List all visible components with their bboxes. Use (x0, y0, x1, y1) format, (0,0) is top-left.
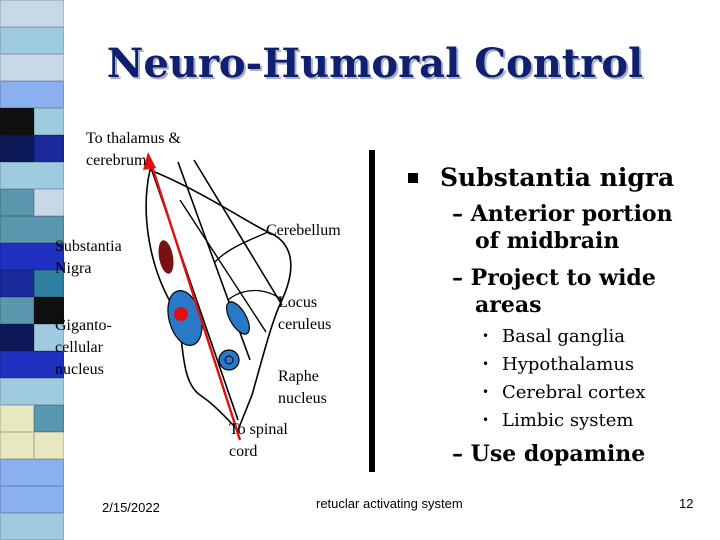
stripe-block (34, 108, 64, 135)
fiber-tract (193, 159, 283, 306)
stripe-block (34, 270, 64, 297)
stripe-block (0, 135, 34, 162)
point-use-dopamine: – Use dopamine (452, 441, 646, 467)
bullet-dot-icon: • (482, 385, 490, 399)
stripe-block (34, 297, 64, 324)
stripe-block (0, 297, 34, 324)
square-bullet-icon (408, 173, 418, 183)
label-locus-ceruleus: Locus ceruleus (278, 294, 332, 333)
stripe-block (0, 216, 64, 243)
heading-substantia-nigra: Substantia nigra (440, 163, 675, 192)
stripe-block (0, 378, 64, 405)
stripe-block (0, 513, 64, 540)
bullet-dot-icon: • (482, 413, 490, 427)
raphe-nucleus-ring (218, 349, 240, 371)
column-divider (369, 150, 375, 472)
cerebellum-outline (214, 231, 269, 263)
substantia-nigra-nucleus (158, 240, 174, 274)
bullet-dot-icon: • (482, 357, 490, 371)
decorative-stripe (0, 0, 64, 540)
ascending-pathway-arrowhead (143, 152, 156, 170)
point-anterior-portion: – Anterior portion of midbrain (452, 201, 673, 254)
label-spinal-cord: To spinal cord (229, 421, 288, 460)
slide-title: Neuro-Humoral Control (106, 40, 644, 87)
label-substantia-nigra: Substantia Nigra (55, 238, 122, 277)
locus-ceruleus-nucleus (226, 301, 250, 335)
stripe-block (0, 486, 64, 513)
gigantocellular-center (174, 307, 188, 321)
stripe-block (0, 459, 64, 486)
footer-date: 2/15/2022 (102, 500, 160, 515)
label-cerebellum: Cerebellum (266, 222, 341, 239)
stripe-block (34, 405, 64, 432)
stripe-block (0, 432, 34, 459)
bullet-dot-icon: • (482, 329, 490, 343)
stripe-block (0, 189, 34, 216)
brainstem-outline (145, 168, 292, 432)
target-basal-ganglia: Basal ganglia (502, 326, 626, 347)
point-project-wide-areas: – Project to wide areas (452, 265, 656, 318)
fiber-tract (179, 199, 267, 333)
stripe-block (34, 432, 64, 459)
slide-number: 12 (679, 496, 694, 511)
stripe-block (0, 108, 34, 135)
stripe-block (34, 324, 64, 351)
stripe-block (0, 243, 64, 270)
stripe-block (0, 351, 64, 378)
ascending-pathway-line (148, 159, 242, 441)
stripe-block (34, 189, 64, 216)
target-cerebral-cortex: Cerebral cortex (502, 382, 646, 403)
stripe-block (0, 27, 64, 54)
footer-caption: retuclar activating system (316, 496, 463, 511)
label-thalamus-cerebrum: To thalamus & cerebrum (86, 130, 181, 169)
stripe-block (0, 270, 34, 297)
stripe-block (0, 162, 64, 189)
stripe-block (0, 324, 34, 351)
stripe-block (0, 405, 34, 432)
stripe-block (0, 81, 64, 108)
raphe-nucleus-center (224, 355, 234, 365)
label-gigantocellular-nucleus: Giganto- cellular nucleus (55, 317, 112, 378)
stripe-block (34, 135, 64, 162)
label-raphe-nucleus: Raphe nucleus (278, 368, 327, 407)
target-limbic-system: Limbic system (502, 410, 634, 431)
target-hypothalamus: Hypothalamus (502, 354, 635, 375)
stripe-block (0, 54, 64, 81)
stripe-block (0, 0, 64, 27)
